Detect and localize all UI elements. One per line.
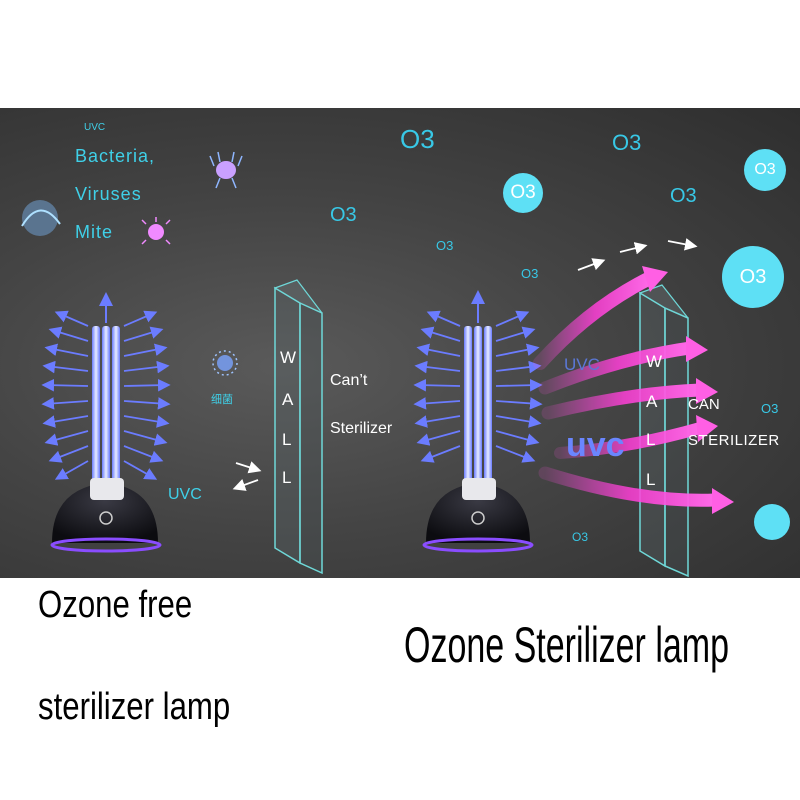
right-wall-letter-l1: L [646, 430, 656, 449]
uvc-big-label: uvc [566, 426, 625, 464]
ozone-flow-arrows [533, 266, 734, 514]
right-lamp [413, 290, 543, 553]
cant-label: Can’t [330, 372, 368, 389]
right-wall-letter-l2: L [646, 470, 656, 489]
left-caption-line1: Ozone free [38, 584, 193, 626]
o3-bubble: O3 [503, 173, 543, 213]
o3-label: O3 [761, 401, 779, 416]
ozone-drift-arrows [577, 238, 698, 271]
viruses-label: Viruses [75, 184, 142, 204]
o3-label: O3 [670, 185, 697, 207]
right-wall-letter-w: W [646, 352, 663, 371]
illustration-panel: UVC Bacteria, Viruses Mite 细菌 UVC W A L … [0, 108, 800, 578]
o3-bubble: O3 [722, 246, 784, 308]
mite-icon [141, 217, 171, 245]
left-wall [273, 279, 323, 575]
microbe-label: 细菌 [211, 394, 233, 406]
uvc-small-label: UVC [84, 122, 106, 133]
left-wall-letter-l1: L [282, 430, 292, 449]
o3-label: O3 [436, 238, 454, 253]
o3-label: O3 [572, 530, 589, 544]
germ-icon [212, 350, 238, 376]
right-caption: Ozone Sterilizer lamp [404, 617, 730, 673]
can-sterilizer-label: STERILIZER [688, 432, 780, 449]
illustration-graphics [21, 151, 734, 578]
can-label: CAN [688, 396, 720, 413]
mite-label: Mite [75, 222, 114, 242]
left-lamp [41, 292, 171, 553]
bacteria-icon [21, 200, 61, 236]
bacteria-label: Bacteria, [75, 146, 156, 166]
right-wall-letter-a: A [646, 392, 658, 411]
o3-label: O3 [612, 130, 642, 155]
uvc-upper-label: UVC [564, 355, 600, 374]
o3-label: O3 [330, 204, 357, 226]
uvc-bottom-label: UVC [168, 486, 202, 503]
jellyfish-virus-icon [209, 151, 243, 189]
left-bounce-arrows [232, 461, 262, 491]
left-wall-letter-w: W [280, 348, 297, 367]
left-caption-line2: sterilizer lamp [38, 686, 231, 728]
left-wall-letter-l2: L [282, 468, 292, 487]
o3-bubble: O3 [744, 149, 786, 191]
o3-label: O3 [521, 266, 539, 281]
left-wall-letter-a: A [282, 390, 294, 409]
o3-bubble-empty [754, 504, 790, 540]
o3-label: O3 [400, 124, 435, 154]
sterilizer-label: Sterilizer [330, 420, 393, 437]
